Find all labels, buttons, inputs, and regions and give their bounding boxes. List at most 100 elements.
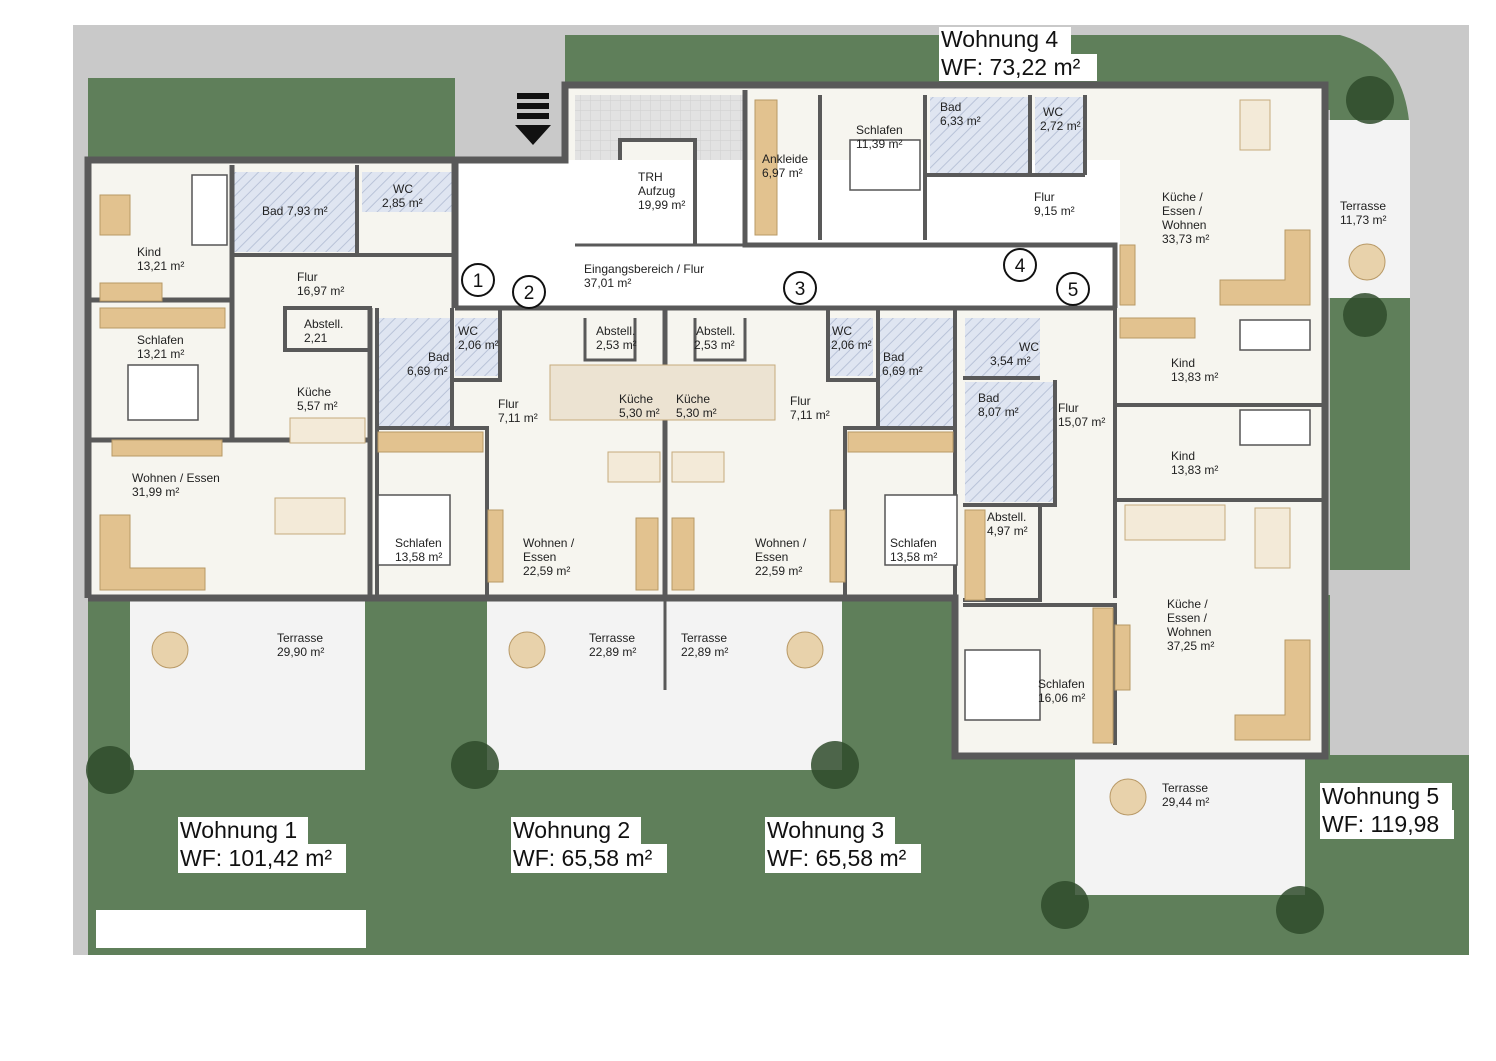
bath-w4 [930, 97, 1030, 177]
room-area: 37,01 m² [584, 276, 631, 290]
room-area: 2,85 m² [382, 196, 423, 210]
room-area: 2,06 m² [831, 338, 872, 352]
room-name: Schlafen [395, 536, 442, 550]
door-marker-1[interactable]: 1 [461, 263, 495, 297]
unit-name: Wohnung 4 [941, 26, 1058, 52]
room-name: Flur [297, 270, 318, 284]
door-marker-4[interactable]: 4 [1003, 248, 1037, 282]
room-name: Wohnen / Essen [132, 471, 220, 485]
svg-text:5: 5 [1068, 280, 1079, 301]
door-marker-5[interactable]: 5 [1056, 272, 1090, 306]
room-area: 37,25 m² [1167, 639, 1214, 653]
room-name: Flur [1058, 401, 1079, 415]
garden [86, 76, 1394, 934]
room-area: 6,69 m² [407, 364, 448, 378]
room-area: 13,83 m² [1171, 370, 1218, 384]
room-name: Kind [1171, 449, 1195, 463]
room-area: 15,07 m² [1058, 415, 1105, 429]
label-box-blank [96, 910, 366, 948]
wc-w5 [965, 318, 1040, 378]
furniture [99, 99, 1311, 744]
room-area: 2,21 [304, 331, 328, 345]
room-name: Essen [755, 550, 788, 564]
entrance-arrow-icon [515, 93, 551, 145]
room-name: Wohnen / [523, 536, 575, 550]
room-name: Terrasse [1340, 199, 1386, 213]
tables [274, 99, 1291, 569]
room-name: Schlafen [1038, 677, 1085, 691]
room-name: Bad [940, 100, 961, 114]
terrace-w5 [1075, 755, 1305, 895]
room-area: 5,30 m² [676, 406, 717, 420]
room-name: Bad [978, 391, 999, 405]
unit-area: WF: 119,98 [1322, 811, 1439, 837]
room-name: WC [832, 324, 852, 338]
room-labels: Eingangsbereich / Flur 37,01 m² TRH Aufz… [132, 100, 1386, 809]
room-area: 2,53 m² [596, 338, 637, 352]
room-name: Terrasse [1162, 781, 1208, 795]
room-area: 8,07 m² [978, 405, 1019, 419]
room-area: 16,97 m² [297, 284, 344, 298]
door-marker-2[interactable]: 2 [512, 275, 546, 309]
room-area: 29,90 m² [277, 645, 324, 659]
room-area: 7,93 m² [287, 204, 328, 218]
building [88, 85, 1325, 756]
room-area: 11,39 m² [856, 137, 902, 151]
room-name: WC [1019, 340, 1039, 354]
room-area: 2,72 m² [1040, 119, 1081, 133]
room-name: Schlafen [856, 123, 903, 137]
room-area: 19,99 m² [638, 198, 685, 212]
unit-name: Wohnung 1 [180, 817, 297, 843]
room-name: Kind [1171, 356, 1195, 370]
beds [127, 139, 1311, 721]
door-markers: 1 2 3 4 5 [461, 248, 1090, 309]
room-area: 11,73 m² [1340, 213, 1386, 227]
room-area: 4,97 m² [987, 524, 1028, 538]
room-name: Küche / [1167, 597, 1208, 611]
room-name: Flur [498, 397, 519, 411]
room-name: Abstell. [304, 317, 343, 331]
wc-w2 [455, 318, 500, 376]
unit-area: WF: 73,22 m² [941, 54, 1081, 80]
room-name: WC [1043, 105, 1063, 119]
room-name: Bad [262, 204, 283, 218]
room-area: 33,73 m² [1162, 232, 1209, 246]
bath-w1 [232, 172, 357, 252]
room-name: Schlafen [890, 536, 937, 550]
room-area: 2,06 m² [458, 338, 499, 352]
room-area: 6,33 m² [940, 114, 981, 128]
unit-area: WF: 101,42 m² [180, 845, 332, 871]
room-name: Abstell. [987, 510, 1026, 524]
room-name: WC [393, 182, 413, 196]
room-area: 5,30 m² [619, 406, 660, 420]
svg-text:1: 1 [473, 271, 484, 292]
room-name: Essen [523, 550, 556, 564]
room-name: Essen / [1162, 204, 1203, 218]
room-name: Wohnen [1167, 625, 1211, 639]
room-name: Abstell. [596, 324, 635, 338]
room-name: Ankleide [762, 152, 808, 166]
unit-name: Wohnung 2 [513, 817, 630, 843]
room-name: Abstell. [696, 324, 735, 338]
room-area: 13,21 m² [137, 347, 184, 361]
door-marker-3[interactable]: 3 [783, 271, 817, 305]
svg-text:2: 2 [524, 283, 535, 304]
room-name: Schlafen [137, 333, 184, 347]
room-name: Kind [137, 245, 161, 259]
room-name: TRH [638, 170, 663, 184]
room-area: 22,59 m² [523, 564, 570, 578]
room-name: Eingangsbereich / Flur [584, 262, 704, 276]
unit-area: WF: 65,58 m² [767, 845, 907, 871]
room-name: WC [458, 324, 478, 338]
unit-area: WF: 65,58 m² [513, 845, 653, 871]
walls [84, 81, 1329, 760]
bath-w2 [377, 318, 452, 428]
room-name: Terrasse [277, 631, 323, 645]
terraces [130, 120, 1410, 895]
room-area: 6,69 m² [882, 364, 923, 378]
room-area: 22,89 m² [681, 645, 728, 659]
unit-name: Wohnung 5 [1322, 783, 1439, 809]
room-name: Wohnen [1162, 218, 1206, 232]
room-name: Terrasse [681, 631, 727, 645]
